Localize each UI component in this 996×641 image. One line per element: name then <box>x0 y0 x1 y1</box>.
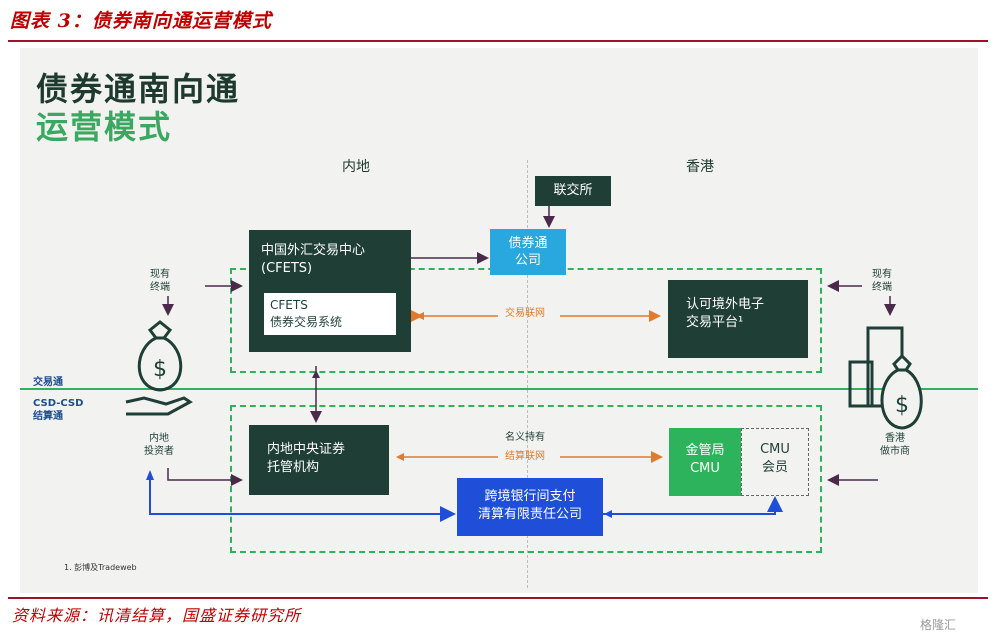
hkma-line2: CMU <box>690 461 720 476</box>
cfets-line2: (CFETS) <box>261 261 313 276</box>
hk-platform-box: 认可境外电子 交易平台¹ <box>668 280 808 358</box>
exchange-link-arrowhead <box>416 312 424 320</box>
heading-line2: 运营模式 <box>36 108 173 146</box>
watermark: 格隆汇 <box>920 618 957 632</box>
trade-csd-line <box>20 388 978 390</box>
label-csd-line1: CSD-CSD <box>33 398 84 409</box>
bondconnect-company-box: 债券通 公司 <box>490 229 566 275</box>
column-label-hongkong: 香港 <box>686 159 714 175</box>
arrow-investor-csd <box>167 468 243 486</box>
arrow-payment-cmu <box>603 496 783 515</box>
existing-terminal-right-label: 现有 终端 <box>872 268 892 294</box>
cips-box: 跨境银行间支付 清算有限责任公司 <box>457 478 603 536</box>
inland-csd-box: 内地中央证券 托管机构 <box>249 425 389 495</box>
hkex-box: 联交所 <box>535 176 611 206</box>
hkma-cmu-box: 金管局 CMU <box>669 428 741 496</box>
hk-market-maker-label: 香港 做市商 <box>880 432 910 458</box>
cmu-member-box: CMU 会员 <box>741 428 809 496</box>
market-maker-line1: 香港 <box>885 433 905 444</box>
heading-line1: 债券通南向通 <box>36 70 241 108</box>
source-note: 资料来源：讯清结算，国盛证券研究所 <box>12 606 302 625</box>
bondconnect-line1: 债券通 <box>508 236 548 251</box>
arrow-cfets-csd-up <box>312 370 320 378</box>
arrow-payment-left-head <box>604 510 612 518</box>
buildings-money-bag-icon: $ <box>848 326 923 430</box>
figure-title: 图表 3：债券南向通运营模式 <box>10 10 272 32</box>
inland-investor-label: 内地 投资者 <box>144 432 174 458</box>
investor-line2: 投资者 <box>144 446 174 457</box>
cfets-line1: 中国外汇交易中心 <box>261 243 366 258</box>
csd-line2: 托管机构 <box>267 460 320 475</box>
existing-left-line1: 现有 <box>150 269 170 280</box>
existing-right-line2: 终端 <box>872 282 892 293</box>
cfets-system-box: CFETS 债券交易系统 <box>264 293 396 335</box>
hk-platform-line2: 交易平台¹ <box>686 315 744 330</box>
existing-right-line1: 现有 <box>872 269 892 280</box>
label-csd-line2: 结算通 <box>33 411 63 422</box>
market-maker-line2: 做市商 <box>880 446 910 457</box>
arrow-payment-investor-head <box>146 470 154 480</box>
bondconnect-line2: 公司 <box>514 253 541 268</box>
nominee-label: 名义持有 <box>505 432 545 443</box>
arrow-investor-payment <box>149 476 456 522</box>
payment-line2: 清算有限责任公司 <box>477 507 582 522</box>
bottom-rule <box>8 597 988 599</box>
settlement-link-label: 结算联网 <box>505 451 545 462</box>
label-trade-connect: 交易通 <box>33 377 63 388</box>
exchange-link-label: 交易联网 <box>505 308 545 319</box>
label-csd-connect: CSD-CSD 结算通 <box>33 397 83 423</box>
cfets-system-line2: 债券交易系统 <box>270 315 343 329</box>
investor-line1: 内地 <box>149 433 169 444</box>
existing-terminal-left-label: 现有 终端 <box>150 268 170 294</box>
hkma-line1: 金管局 <box>685 443 725 458</box>
existing-left-line2: 终端 <box>150 282 170 293</box>
settlement-link-arrowhead <box>396 453 404 461</box>
column-label-inland: 内地 <box>342 159 370 175</box>
cmu-member-line1: CMU <box>760 442 790 457</box>
cmu-member-line2: 会员 <box>761 460 788 475</box>
money-bag-hand-icon: $ <box>125 320 193 416</box>
svg-text:$: $ <box>153 357 167 382</box>
cfets-system-line1: CFETS <box>270 298 308 312</box>
svg-text:$: $ <box>895 393 909 418</box>
column-divider <box>527 160 528 588</box>
top-rule <box>8 40 988 42</box>
footnote: 1. 彭博及Tradeweb <box>64 563 137 572</box>
csd-line1: 内地中央证券 <box>267 442 346 457</box>
payment-line1: 跨境银行间支付 <box>484 489 576 504</box>
hk-platform-line1: 认可境外电子 <box>686 297 765 312</box>
